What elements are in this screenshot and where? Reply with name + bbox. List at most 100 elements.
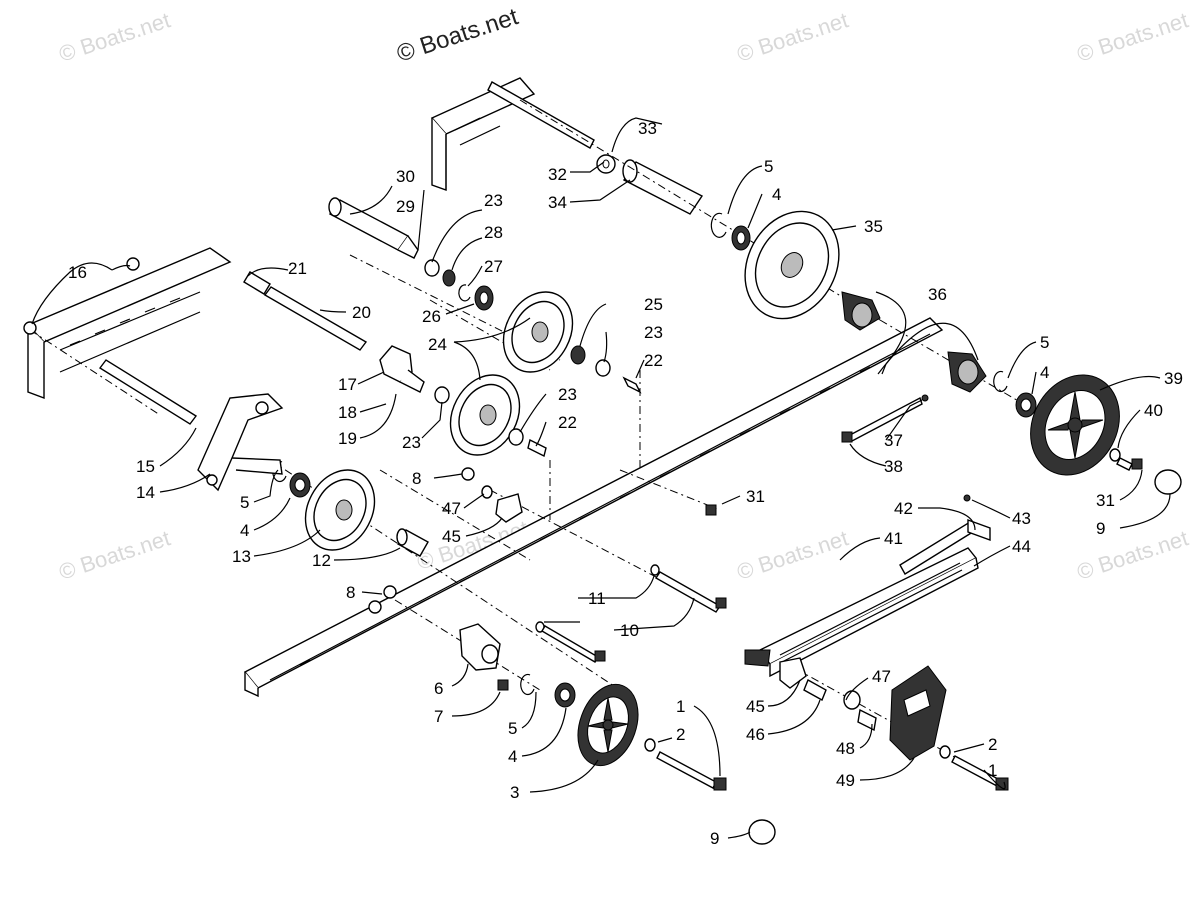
callout-41: 41 xyxy=(884,529,903,548)
wheel-13 xyxy=(304,469,376,551)
callout-8: 8 xyxy=(346,583,355,602)
bracket-17 xyxy=(379,345,425,393)
callout-4: 4 xyxy=(772,185,781,204)
callout-27: 27 xyxy=(484,257,503,276)
watermark: © Boats.net xyxy=(56,525,173,584)
callout-22: 22 xyxy=(558,413,577,432)
callout-5: 5 xyxy=(1040,333,1049,352)
callout-23: 23 xyxy=(484,191,503,210)
callout-2: 2 xyxy=(676,725,685,744)
callout-31: 31 xyxy=(1096,491,1115,510)
callout-34: 34 xyxy=(548,193,567,212)
callout-3: 3 xyxy=(510,783,519,802)
callout-10: 10 xyxy=(620,621,639,640)
callout-44: 44 xyxy=(1012,537,1031,556)
callout-19: 19 xyxy=(338,429,357,448)
callout-21: 21 xyxy=(288,259,307,278)
callout-49: 49 xyxy=(836,771,855,790)
callout-40: 40 xyxy=(1144,401,1163,420)
left-rail xyxy=(26,247,232,400)
bracket-6 xyxy=(459,623,501,671)
watermark: © Boats.net xyxy=(734,525,851,584)
callout-47: 47 xyxy=(442,499,461,518)
callout-28: 28 xyxy=(484,223,503,242)
callout-labels: 33 32 34 30 29 23 28 27 26 25 23 22 24 2… xyxy=(68,119,1183,848)
pivot-arm-14 xyxy=(197,393,284,492)
callout-7: 7 xyxy=(434,707,443,726)
callout-23: 23 xyxy=(644,323,663,342)
hub-36-upper xyxy=(841,291,881,331)
callout-16: 16 xyxy=(68,263,87,282)
callout-15: 15 xyxy=(136,457,155,476)
callout-38: 38 xyxy=(884,457,903,476)
callout-32: 32 xyxy=(548,165,567,184)
callout-5: 5 xyxy=(508,719,517,738)
callout-23: 23 xyxy=(558,385,577,404)
callout-48: 48 xyxy=(836,739,855,758)
watermark: © Boats.net xyxy=(734,7,851,66)
spacer-30 xyxy=(328,197,419,259)
callout-33: 33 xyxy=(638,119,657,138)
shaft-20 xyxy=(263,286,368,351)
callout-20: 20 xyxy=(352,303,371,322)
callout-9: 9 xyxy=(710,829,719,848)
callout-30: 30 xyxy=(396,167,415,186)
callout-23: 23 xyxy=(402,433,421,452)
callout-35: 35 xyxy=(864,217,883,236)
upper-rail xyxy=(430,77,536,191)
watermark: © Boats.net xyxy=(1074,525,1191,584)
callout-45: 45 xyxy=(442,527,461,546)
callout-13: 13 xyxy=(232,547,251,566)
callout-8: 8 xyxy=(412,469,421,488)
callout-47: 47 xyxy=(872,667,891,686)
callout-36: 36 xyxy=(928,285,947,304)
callout-9: 9 xyxy=(1096,519,1105,538)
wheel-3 xyxy=(577,683,639,767)
callout-43: 43 xyxy=(1012,509,1031,528)
callout-12: 12 xyxy=(312,551,331,570)
axle-33 xyxy=(487,81,595,149)
watermark: © Boats.net xyxy=(1074,7,1191,66)
wheel-24-lower xyxy=(449,374,521,456)
callout-14: 14 xyxy=(136,483,155,502)
callout-4: 4 xyxy=(1040,363,1049,382)
right-rail xyxy=(243,317,944,698)
pad-49 xyxy=(889,665,947,761)
callout-39: 39 xyxy=(1164,369,1183,388)
clip-45-upper xyxy=(495,493,523,523)
callout-42: 42 xyxy=(894,499,913,518)
spacer-46 xyxy=(803,679,827,701)
slide-arm-41 xyxy=(744,519,991,678)
callout-17: 17 xyxy=(338,375,357,394)
callout-45: 45 xyxy=(746,697,765,716)
callout-18: 18 xyxy=(338,403,357,422)
callout-4: 4 xyxy=(240,521,249,540)
hub-36-lower xyxy=(947,351,987,393)
callout-37: 37 xyxy=(884,431,903,450)
small-parts xyxy=(23,154,1182,845)
callout-29: 29 xyxy=(396,197,415,216)
callout-24: 24 xyxy=(428,335,447,354)
clip-45-lower xyxy=(779,657,807,689)
watermark: © Boats.net xyxy=(56,7,173,66)
wheel-24-upper xyxy=(502,291,574,373)
callout-1: 1 xyxy=(676,697,685,716)
callout-26: 26 xyxy=(422,307,441,326)
callout-5: 5 xyxy=(240,493,249,512)
callout-46: 46 xyxy=(746,725,765,744)
callout-31: 31 xyxy=(746,487,765,506)
watermark-main: © Boats.net xyxy=(394,3,522,68)
callout-5: 5 xyxy=(764,157,773,176)
callout-22: 22 xyxy=(644,351,663,370)
callout-1: 1 xyxy=(988,761,997,780)
wheel-35 xyxy=(744,210,840,320)
leader-lines xyxy=(31,117,1171,839)
callout-4: 4 xyxy=(508,747,517,766)
callout-11: 11 xyxy=(588,589,606,608)
callout-25: 25 xyxy=(644,295,663,314)
spacer-12 xyxy=(396,528,429,557)
callout-6: 6 xyxy=(434,679,443,698)
shaft-15 xyxy=(98,359,198,425)
